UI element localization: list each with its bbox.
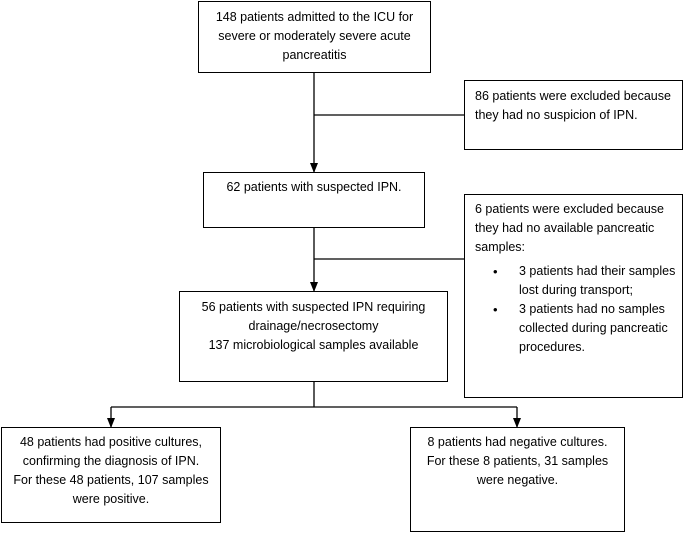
box-suspected-line: 62 patients with suspected IPN.	[226, 180, 402, 194]
box-positive-cultures-line: confirming the diagnosis of IPN.	[22, 454, 200, 468]
exclusion-reason-item: 3 patients had their samples lost during…	[493, 262, 682, 300]
box-admitted-line: 148 patients admitted to the ICU for	[215, 10, 414, 24]
box-excluded-no-suspicion-line: 86 patients were excluded because	[475, 89, 671, 103]
exclusion-reason-line: 3 patients had no samples	[519, 302, 665, 316]
box-drainage-line: 137 microbiological samples available	[208, 338, 419, 352]
box-positive-cultures-line: 48 patients had positive cultures,	[19, 435, 203, 449]
box-excluded-no-samples-line: they had no available pancreatic	[475, 221, 655, 235]
box-admitted-line: pancreatitis	[282, 48, 347, 62]
box-excluded-no-suspicion: 86 patients were excluded because they h…	[464, 80, 683, 150]
box-drainage-line: 56 patients with suspected IPN requiring	[201, 300, 426, 314]
box-excluded-no-suspicion-line: they had no suspicion of IPN.	[475, 108, 638, 122]
box-drainage: 56 patients with suspected IPN requiring…	[179, 291, 448, 382]
box-positive-cultures-line: For these 48 patients, 107 samples	[13, 473, 209, 487]
box-negative-cultures: 8 patients had negative cultures. For th…	[410, 427, 625, 532]
box-negative-cultures-line: were negative.	[476, 473, 559, 487]
box-excluded-no-samples: 6 patients were excluded because they ha…	[464, 194, 683, 398]
box-excluded-no-samples-line: 6 patients were excluded because	[475, 202, 665, 216]
box-drainage-line: drainage/necrosectomy	[248, 319, 379, 333]
exclusion-reason-item: 3 patients had no samples collected duri…	[493, 300, 682, 357]
box-admitted-line: severe or moderately severe acute	[218, 29, 411, 43]
box-negative-cultures-line: 8 patients had negative cultures.	[427, 435, 608, 449]
box-positive-cultures: 48 patients had positive cultures, confi…	[1, 427, 221, 523]
exclusion-reason-line: lost during transport;	[519, 283, 633, 297]
exclusion-reason-line: procedures.	[519, 340, 586, 354]
box-positive-cultures-line: were positive.	[72, 492, 150, 506]
box-negative-cultures-line: For these 8 patients, 31 samples	[426, 454, 609, 468]
exclusion-reason-line: 3 patients had their samples	[519, 264, 676, 278]
box-excluded-no-samples-line: samples:	[475, 240, 526, 254]
exclusion-reasons-list: 3 patients had their samples lost during…	[475, 262, 682, 357]
box-suspected: 62 patients with suspected IPN.	[203, 172, 425, 228]
exclusion-reason-line: collected during pancreatic	[519, 321, 668, 335]
box-admitted: 148 patients admitted to the ICU for sev…	[198, 1, 431, 73]
